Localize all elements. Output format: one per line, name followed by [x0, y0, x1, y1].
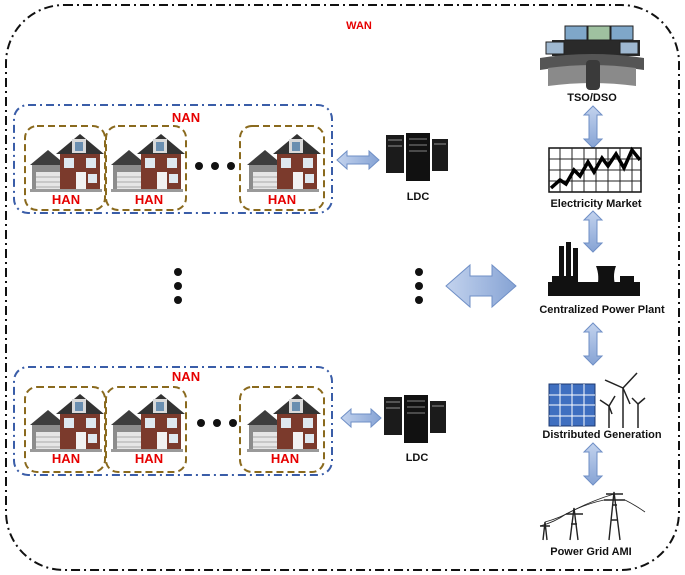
han-boundary-1-2: [105, 125, 187, 211]
electricity-market-label: Electricity Market: [550, 198, 642, 210]
han-boundary-1-3: [239, 125, 325, 211]
double-arrow-icon: [340, 407, 382, 429]
double-arrow-icon: [582, 442, 604, 486]
nan-boundary-1: [13, 104, 333, 214]
tso-dso-label: TSO/DSO: [567, 92, 617, 104]
han-label: HAN: [134, 192, 164, 207]
wan-label: WAN: [346, 20, 372, 32]
distributed-generation-label: Distributed Generation: [542, 429, 662, 441]
power-plant-icon: [548, 242, 640, 296]
nan-label-1: NAN: [171, 110, 201, 125]
double-arrow-icon: [582, 105, 604, 149]
house-icon: [110, 393, 186, 453]
double-arrow-icon: [336, 149, 380, 171]
han-label: HAN: [267, 192, 297, 207]
solar-wind-icon: [548, 372, 646, 428]
house-icon: [110, 133, 186, 193]
han-boundary-2-3: [239, 386, 325, 473]
server-icon: [384, 395, 446, 443]
han-label: HAN: [51, 192, 81, 207]
vertical-ellipsis-icon: [174, 268, 182, 304]
double-arrow-icon: [445, 263, 517, 309]
transmission-tower-icon: [539, 491, 646, 541]
power-grid-ami-label: Power Grid AMI: [550, 546, 632, 558]
double-arrow-icon: [582, 210, 604, 253]
double-arrow-icon: [582, 322, 604, 366]
control-room-icon: [540, 25, 644, 90]
han-boundary-2-2: [105, 386, 187, 473]
ellipsis-icon: [195, 162, 235, 170]
stock-chart-icon: [548, 146, 642, 193]
house-icon: [29, 393, 105, 453]
vertical-ellipsis-icon: [415, 268, 423, 304]
nan-boundary-2: [13, 366, 333, 476]
power-plant-label: Centralized Power Plant: [539, 304, 665, 316]
ldc-label-1: LDC: [406, 191, 430, 203]
house-icon: [246, 133, 322, 193]
wan-boundary: [5, 4, 680, 571]
ldc-label-2: LDC: [405, 452, 429, 464]
house-icon: [29, 133, 105, 193]
house-icon: [246, 393, 322, 453]
han-label: HAN: [51, 451, 81, 466]
nan-label-2: NAN: [171, 369, 201, 384]
ellipsis-icon: [197, 419, 237, 427]
han-label: HAN: [134, 451, 164, 466]
han-label: HAN: [270, 451, 300, 466]
server-icon: [386, 133, 448, 181]
